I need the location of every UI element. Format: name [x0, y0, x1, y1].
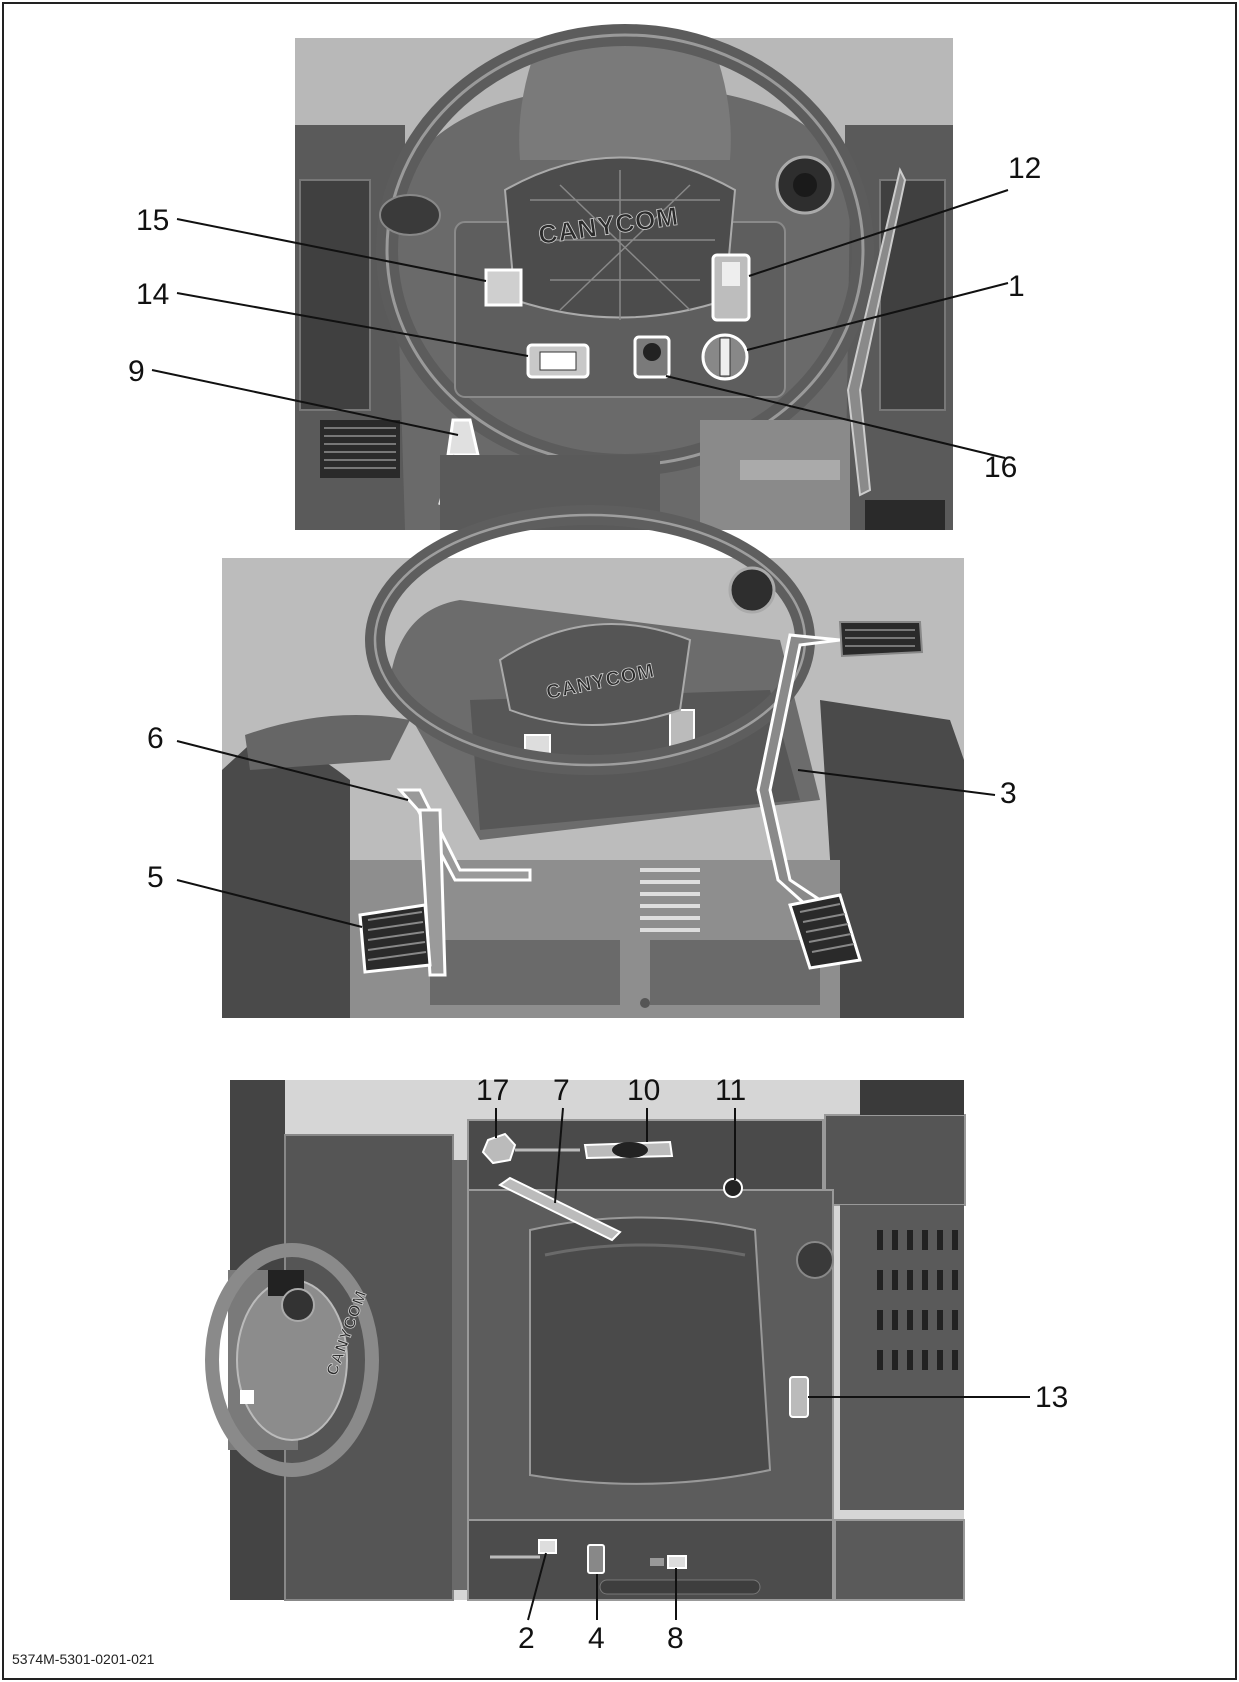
lever-4 [587, 1544, 605, 1574]
engine-area [840, 1205, 964, 1510]
lever-8 [667, 1555, 687, 1569]
callout-labels: 15 14 9 12 1 16 6 5 3 17 7 10 11 13 2 4 … [128, 152, 1068, 1655]
cap-17 [481, 1132, 517, 1165]
steering-wheel-top [205, 1243, 379, 1477]
control-15-indicator [484, 268, 523, 307]
callout-2: 2 [518, 1622, 535, 1655]
callout-3: 3 [1000, 777, 1017, 810]
leader-14 [176, 292, 529, 357]
leader-15 [176, 218, 487, 282]
knob-11 [723, 1178, 743, 1198]
callout-8: 8 [667, 1622, 684, 1655]
seat [529, 1216, 772, 1485]
callout-4: 4 [588, 1622, 605, 1655]
panel-top-view: CANYCOM [205, 1080, 966, 1601]
callout-16: 16 [984, 451, 1017, 484]
pedal-3-pad [788, 893, 862, 970]
leader-lines [151, 189, 1030, 1621]
callout-17: 17 [476, 1074, 509, 1107]
leader-5 [176, 879, 363, 928]
callout-10: 10 [627, 1074, 660, 1107]
leader-3 [797, 769, 996, 796]
leader-12 [748, 189, 1009, 277]
callout-9: 9 [128, 355, 145, 388]
leader-6 [176, 740, 409, 801]
leader-1 [746, 282, 1009, 351]
callout-6: 6 [147, 722, 164, 755]
switch-13 [789, 1376, 809, 1418]
lever-2 [538, 1539, 557, 1554]
leader-9 [151, 369, 459, 436]
panel-front-view: CANYCOM [295, 24, 953, 530]
callout-7: 7 [553, 1074, 570, 1107]
callout-12: 12 [1008, 152, 1041, 185]
right-fender-2 [820, 700, 964, 1018]
callout-1: 1 [1008, 270, 1025, 303]
left-fender-2 [222, 735, 350, 1018]
callout-11: 11 [715, 1074, 746, 1107]
leader-2 [527, 1552, 547, 1621]
document-id: 5374M-5301-0201-021 [12, 1651, 155, 1667]
lever-7 [498, 1176, 622, 1242]
panel-pedal-view: CANYCOM [222, 505, 964, 1018]
callout-5: 5 [147, 861, 164, 894]
callout-15: 15 [136, 204, 169, 237]
leader-16 [665, 375, 1006, 459]
pedal-5-pad [358, 903, 432, 974]
callout-13: 13 [1035, 1381, 1068, 1414]
callout-14: 14 [136, 278, 169, 311]
leader-7 [554, 1107, 564, 1204]
